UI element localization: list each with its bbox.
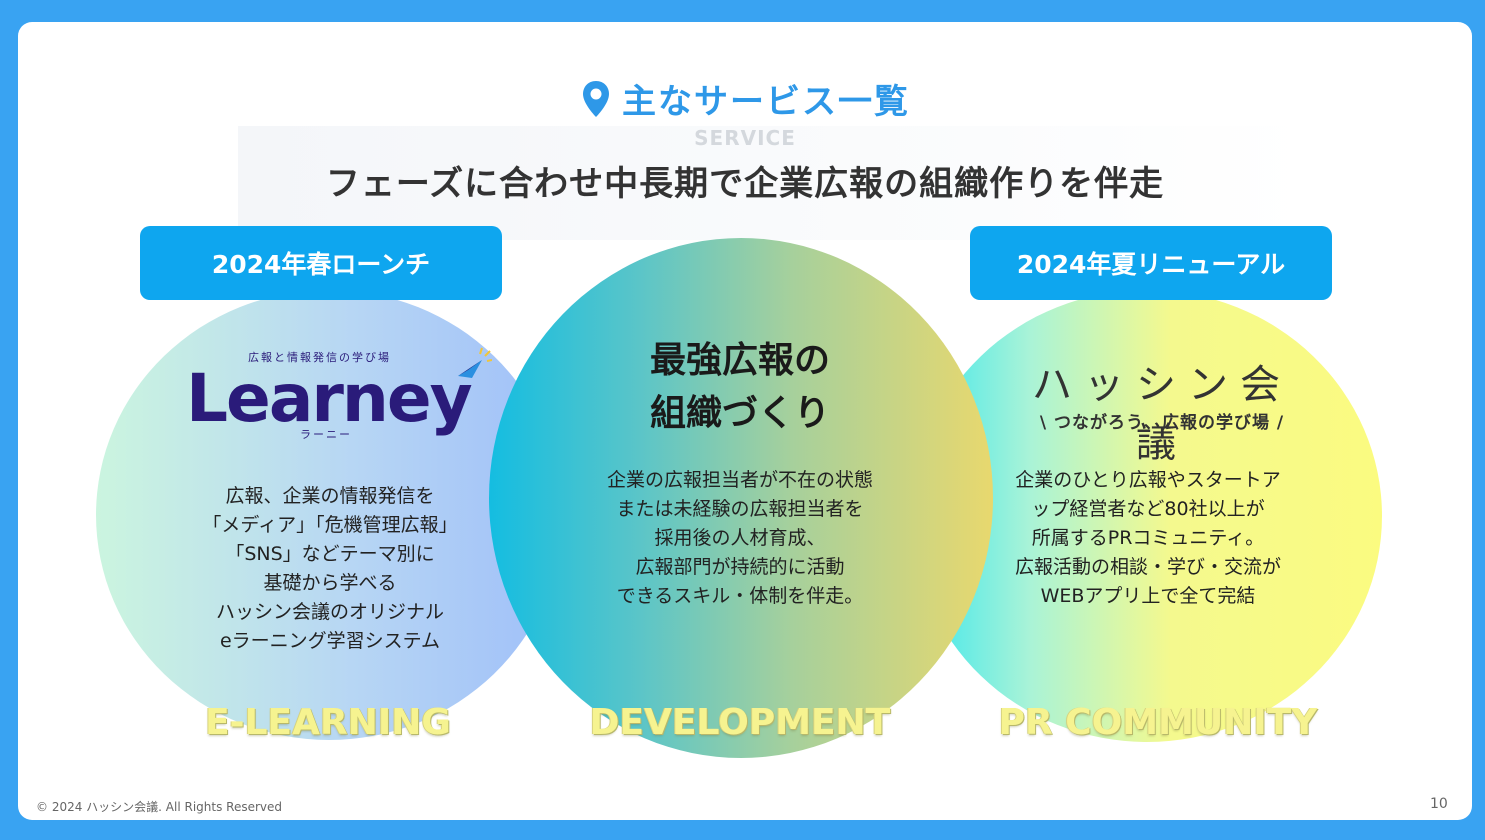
hassin-kaigi-logo: ハッシン会議 [1032,362,1292,466]
desc-line: 広報活動の相談・学び・交流が [1014,556,1281,578]
page-title: 主なサービス一覧 [622,82,910,122]
desc-line: WEBアプリ上で全て完結 [1040,585,1256,607]
page-number: 10 [1430,796,1448,812]
copyright: © 2024 ハッシン会議. All Rights Reserved [36,800,283,814]
desc-line: できるスキル・体制を伴走。 [616,585,864,607]
desc-line: 所属するPRコミュニティ。 [1031,527,1265,549]
tagline: フェーズに合わせ中長期で企業広報の組織作りを伴走 [325,164,1165,204]
desc-line: eラーニング学習システム [219,630,441,652]
launch-tag: 2024年春ローンチ [140,226,502,300]
desc-line: 広報部門が持続的に活動 [635,556,845,578]
desc-line: 「SNS」などテーマ別に [225,543,435,565]
desc-line: 広報、企業の情報発信を [225,485,435,507]
location-pin-icon [583,80,609,117]
learney-kana: ラーニー [300,428,352,441]
pr-community-description: 企業のひとり広報やスタートア ップ経営者など80社以上が 所属するPRコミュニテ… [948,466,1348,611]
desc-line: ップ経営者など80社以上が [1031,498,1265,520]
renewal-tag: 2024年夏リニューアル [970,226,1332,300]
hassin-kaigi-tagline: \ つながろう、広報の学び場 / [1039,413,1285,433]
header: 主なサービス一覧 [18,74,1472,123]
paper-plane-icon [458,347,492,378]
service-label: SERVICE [694,126,796,150]
e-learning-label: E-LEARNING [205,702,451,743]
desc-line: または未経験の広報担当者を [616,498,864,520]
development-circle [489,238,993,758]
development-description: 企業の広報担当者が不在の状態 または未経験の広報担当者を 採用後の人材育成、 広… [540,466,940,611]
learney-tagline: 広報と情報発信の学び場 [248,351,391,364]
development-label: DEVELOPMENT [589,702,891,743]
desc-line: 企業のひとり広報やスタートア [1015,469,1281,491]
pr-community-label: PR COMMUNITY [998,702,1318,743]
e-learning-description: 広報、企業の情報発信を 「メディア」「危機管理広報」 「SNS」などテーマ別に … [130,482,530,656]
desc-line: 企業の広報担当者が不在の状態 [606,469,873,491]
slide-card: 主なサービス一覧 SERVICE フェーズに合わせ中長期で企業広報の組織作りを伴… [18,22,1472,820]
desc-line: ハッシン会議のオリジナル [215,601,444,623]
desc-line: 「メディア」「危機管理広報」 [202,514,458,536]
desc-line: 基礎から学べる [263,572,397,594]
desc-line: 採用後の人材育成、 [654,527,826,549]
e-learning-circle [96,290,562,740]
tagline-banner [238,126,1308,240]
headline-line: 最強広報の [649,340,830,381]
learney-logo: 広報と情報発信の学び場 Learney ラーニー [186,346,492,450]
headline-line: 組織づくり [649,393,830,434]
development-headline: 最強広報の 組織づくり [540,334,940,440]
learney-wordmark: Learney [186,360,473,437]
